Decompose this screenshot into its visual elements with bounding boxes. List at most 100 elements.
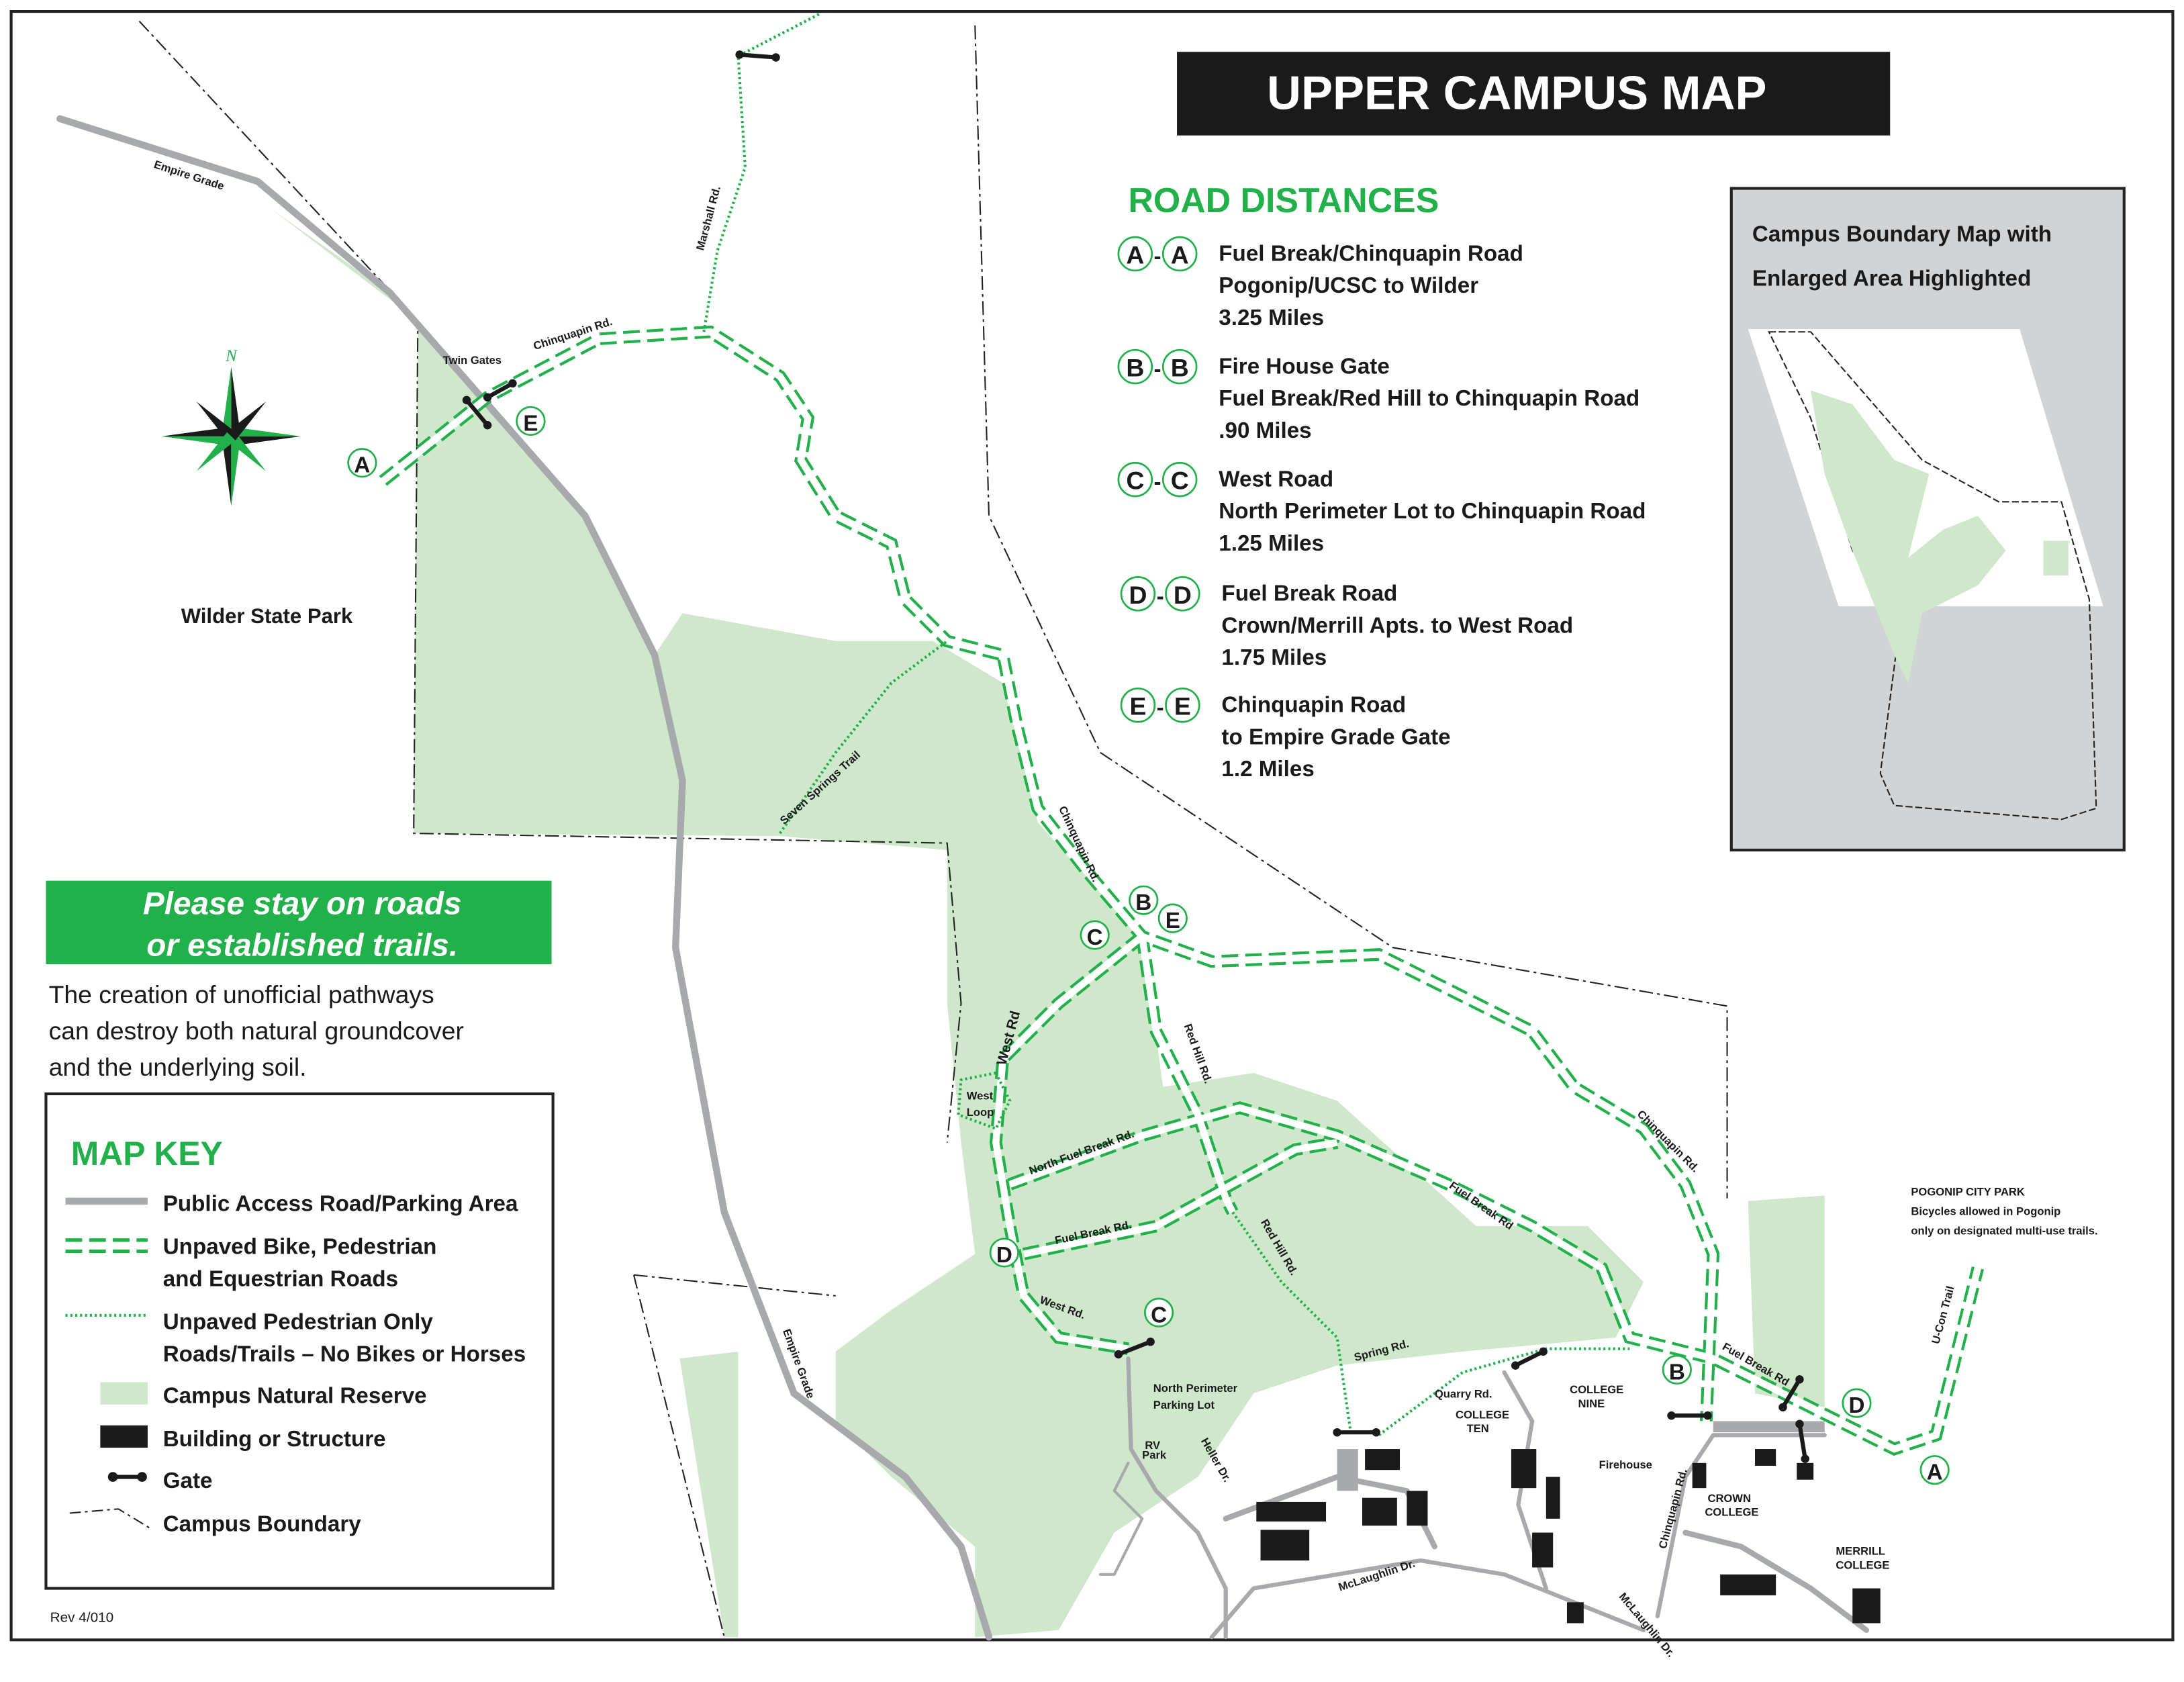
svg-text:Public Access Road/Parking Are: Public Access Road/Parking Area: [163, 1191, 518, 1216]
distance-item: E - E Chinquapin Road to Empire Grade Ga…: [1120, 687, 1451, 782]
svg-text:Parking Lot: Parking Lot: [1153, 1399, 1215, 1411]
svg-text:RV: RV: [1145, 1439, 1160, 1452]
boundary-key-icon: [69, 1508, 151, 1530]
svg-text:COLLEGE: COLLEGE: [1570, 1383, 1623, 1396]
svg-text:A: A: [1171, 241, 1189, 269]
svg-text:B: B: [1171, 354, 1189, 382]
svg-text:Roads/Trails – No Bikes or Hor: Roads/Trails – No Bikes or Horses: [163, 1342, 526, 1366]
svg-text:Campus Boundary Map with: Campus Boundary Map with: [1752, 222, 2052, 246]
svg-text:C: C: [1087, 925, 1103, 950]
svg-text:.90 Miles: .90 Miles: [1219, 418, 1311, 443]
svg-text:Gate: Gate: [163, 1468, 213, 1493]
svg-text:Unpaved Bike, Pedestrian: Unpaved Bike, Pedestrian: [163, 1235, 437, 1260]
svg-text:E: E: [523, 412, 538, 436]
svg-text:-: -: [1153, 244, 1161, 269]
svg-text:D: D: [996, 1243, 1012, 1268]
svg-text:Chinquapin Road: Chinquapin Road: [1221, 693, 1406, 718]
svg-text:and Equestrian Roads: and Equestrian Roads: [163, 1266, 398, 1291]
svg-text:A: A: [1927, 1460, 1943, 1485]
road-markers: A E C B E D C B D A: [347, 406, 1950, 1485]
svg-text:Unpaved Pedestrian Only: Unpaved Pedestrian Only: [163, 1310, 434, 1335]
building-key-icon: [100, 1425, 148, 1448]
svg-text:and the underlying soil.: and the underlying soil.: [49, 1053, 307, 1081]
svg-text:D: D: [1129, 581, 1147, 609]
svg-text:E: E: [1130, 692, 1147, 720]
marker-d-east: D: [1842, 1388, 1872, 1418]
svg-text:MERRILL: MERRILL: [1836, 1545, 1885, 1558]
map-title: UPPER CAMPUS MAP: [1177, 52, 1891, 136]
svg-text:POGONIP CITY PARK: POGONIP CITY PARK: [1911, 1185, 2025, 1198]
svg-text:-: -: [1157, 584, 1164, 609]
svg-text:can destroy both natural groun: can destroy both natural groundcover: [49, 1017, 464, 1045]
pogonip-note: POGONIP CITY PARK Bicycles allowed in Po…: [1911, 1185, 2097, 1237]
svg-text:Building or Structure: Building or Structure: [163, 1427, 386, 1452]
svg-text:UPPER CAMPUS MAP: UPPER CAMPUS MAP: [1267, 66, 1766, 119]
marker-c-north: C: [1080, 920, 1110, 950]
svg-text:Wilder State Park: Wilder State Park: [181, 604, 353, 628]
marker-a-west: A: [347, 448, 377, 478]
buildings: [1256, 1421, 1881, 1624]
svg-text:Fuel Break/Red Hill to Chinqua: Fuel Break/Red Hill to Chinquapin Road: [1219, 386, 1640, 411]
marker-e-junction: E: [1157, 903, 1188, 933]
svg-text:-: -: [1157, 696, 1164, 720]
marker-a-east: A: [1919, 1455, 1950, 1485]
svg-text:1.75 Miles: 1.75 Miles: [1221, 645, 1327, 670]
stay-on-trails-notice: Please stay on roads or established trai…: [46, 880, 552, 1081]
svg-text:North Perimeter: North Perimeter: [1153, 1382, 1238, 1395]
svg-text:Fuel Break/Chinquapin Road: Fuel Break/Chinquapin Road: [1219, 241, 1523, 266]
road-distances: ROAD DISTANCES A - A Fuel Break/Chinquap…: [1117, 181, 1646, 782]
marker-e-north: E: [516, 406, 546, 436]
svg-text:or established trails.: or established trails.: [146, 928, 458, 964]
svg-text:CROWN: CROWN: [1707, 1492, 1750, 1505]
svg-text:-: -: [1153, 470, 1161, 495]
inset-boundary-map: Campus Boundary Map with Enlarged Area H…: [1729, 187, 2126, 852]
svg-text:Park: Park: [1142, 1449, 1167, 1462]
revision-label: Rev 4/010: [50, 1609, 114, 1625]
svg-text:TEN: TEN: [1467, 1422, 1489, 1435]
distance-item: C - C West Road North Perimeter Lot to C…: [1117, 461, 1646, 556]
svg-text:West: West: [967, 1089, 994, 1102]
svg-text:to Empire Grade Gate: to Empire Grade Gate: [1221, 725, 1450, 749]
svg-text:C: C: [1151, 1303, 1167, 1327]
svg-text:E: E: [1166, 908, 1180, 933]
marker-b-south: B: [1662, 1354, 1692, 1385]
reserve-key-icon: [100, 1382, 148, 1405]
marker-b-north: B: [1129, 885, 1159, 915]
svg-text:Fuel Break Road: Fuel Break Road: [1221, 581, 1397, 606]
distance-item: B - B Fire House Gate Fuel Break/Red Hil…: [1117, 348, 1640, 443]
svg-text:Bicycles allowed in Pogonip: Bicycles allowed in Pogonip: [1911, 1205, 2060, 1218]
svg-text:E: E: [1174, 692, 1191, 720]
map-key: MAP KEY Public Access Road/Parking Area …: [44, 1092, 555, 1590]
svg-text:North Perimeter Lot to Chinqua: North Perimeter Lot to Chinquapin Road: [1219, 499, 1646, 524]
svg-text:Campus Natural Reserve: Campus Natural Reserve: [163, 1384, 427, 1409]
svg-text:Fire House Gate: Fire House Gate: [1219, 354, 1390, 379]
svg-text:MAP KEY: MAP KEY: [71, 1135, 223, 1172]
svg-text:B: B: [1669, 1360, 1685, 1385]
svg-text:B: B: [1126, 354, 1144, 382]
unpaved-roads: [379, 325, 1985, 1456]
svg-text:Campus Boundary: Campus Boundary: [163, 1511, 362, 1536]
svg-text:3.25 Miles: 3.25 Miles: [1219, 306, 1324, 330]
svg-text:ROAD DISTANCES: ROAD DISTANCES: [1128, 181, 1439, 220]
svg-text:COLLEGE: COLLEGE: [1456, 1408, 1509, 1421]
svg-text:only on designated multi-use t: only on designated multi-use trails.: [1911, 1225, 2097, 1237]
svg-text:D: D: [1174, 581, 1192, 609]
svg-text:B: B: [1135, 890, 1151, 915]
svg-text:Enlarged Area Highlighted: Enlarged Area Highlighted: [1752, 267, 2032, 291]
pedestrian-trails: [702, 13, 1630, 1436]
svg-text:NINE: NINE: [1578, 1397, 1605, 1410]
compass-rose-icon: N: [161, 347, 301, 506]
svg-text:West Road: West Road: [1219, 467, 1333, 492]
svg-text:Please stay on roads: Please stay on roads: [143, 886, 462, 921]
gate-icons: [462, 50, 1809, 1463]
empire-grade-road: [56, 115, 993, 1641]
svg-text:-: -: [1153, 357, 1161, 382]
svg-text:C: C: [1126, 467, 1144, 495]
svg-text:Crown/Merrill Apts. to West Ro: Crown/Merrill Apts. to West Road: [1221, 613, 1573, 638]
natural-reserve-areas: [271, 209, 1825, 1638]
marker-d-west: D: [989, 1237, 1019, 1268]
svg-text:Quarry Rd.: Quarry Rd.: [1435, 1387, 1492, 1400]
svg-text:Pogonip/UCSC to Wilder: Pogonip/UCSC to Wilder: [1219, 273, 1478, 298]
distance-item: D - D Fuel Break Road Crown/Merrill Apts…: [1120, 576, 1573, 670]
